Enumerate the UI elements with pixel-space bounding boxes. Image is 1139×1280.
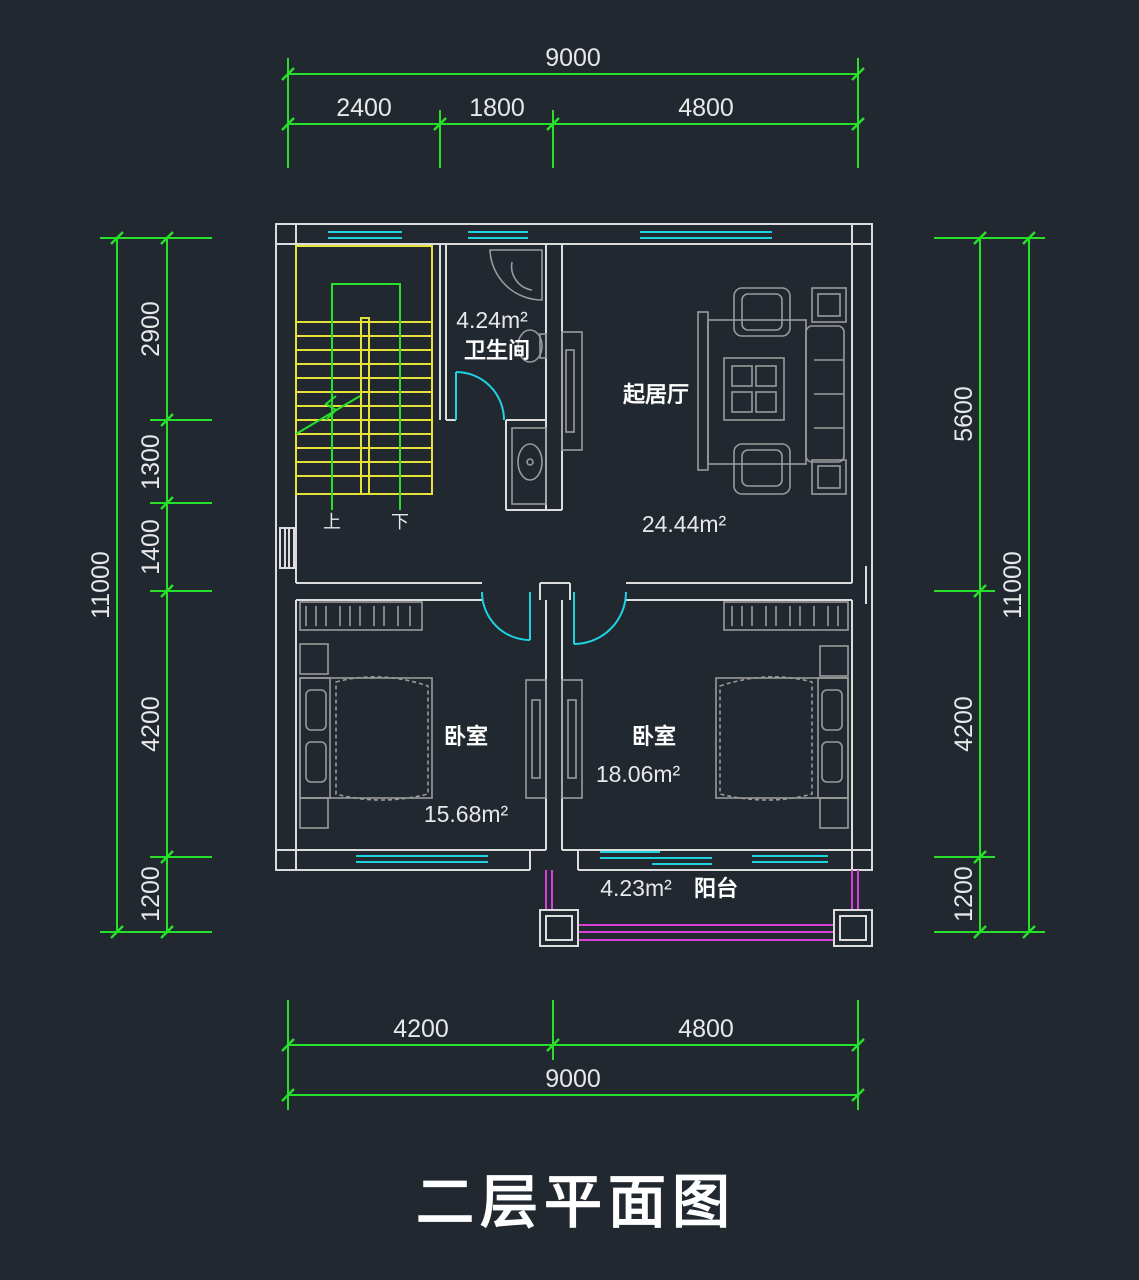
- dim-bottom-part-2: 4800: [678, 1015, 734, 1043]
- walls: [275, 223, 873, 871]
- bedroom-right-name: 卧室: [632, 724, 676, 750]
- dimension-lines-bottom: [281, 1000, 865, 1110]
- dim-right-part-1: 5600: [950, 386, 978, 442]
- right-bedroom-furniture: [561, 601, 849, 829]
- bedroom-right-area: 18.06m²: [596, 761, 681, 787]
- bathroom-name: 卫生间: [464, 339, 530, 364]
- doors: [455, 371, 627, 645]
- windows: [279, 231, 828, 865]
- living-name: 起居厅: [622, 383, 689, 408]
- dim-left-part-2: 1300: [137, 434, 165, 490]
- plan-title: 二层平面图: [416, 1168, 736, 1236]
- balcony-name: 阳台: [694, 876, 738, 902]
- stair-up-label: 上: [323, 512, 341, 533]
- dim-left-total: 11000: [87, 551, 115, 619]
- dim-top-part-2: 1800: [469, 94, 525, 122]
- dim-top-total: 9000: [545, 44, 601, 72]
- balcony-area: 4.23m²: [600, 875, 672, 901]
- dim-top-part-1: 2400: [336, 94, 392, 122]
- dim-left-part-3: 1400: [137, 519, 165, 575]
- bedroom-left-area: 15.68m²: [424, 801, 509, 827]
- staircase: [295, 245, 433, 510]
- dim-bottom-total: 9000: [545, 1065, 601, 1093]
- left-bedroom-furniture: [299, 601, 547, 829]
- dim-top-part-3: 4800: [678, 94, 734, 122]
- living-room-furniture: [561, 287, 847, 495]
- balcony: [529, 850, 873, 947]
- bedroom-left-name: 卧室: [444, 724, 488, 750]
- dimension-lines-top: [281, 58, 865, 168]
- dim-left-part-5: 1200: [137, 866, 165, 922]
- dim-bottom-part-1: 4200: [393, 1015, 449, 1043]
- dim-right-total: 11000: [999, 551, 1027, 619]
- dimension-lines-right: [934, 231, 1045, 939]
- dim-right-part-3: 1200: [950, 866, 978, 922]
- dimension-lines-left: [100, 231, 212, 939]
- dim-left-part-4: 4200: [137, 696, 165, 752]
- bathroom-fixtures: [489, 249, 547, 505]
- living-area: 24.44m²: [642, 511, 727, 537]
- dim-right-part-2: 4200: [950, 696, 978, 752]
- bathroom-area: 4.24m²: [456, 307, 528, 333]
- stair-down-label: 下: [391, 512, 409, 533]
- dim-left-part-1: 2900: [137, 301, 165, 357]
